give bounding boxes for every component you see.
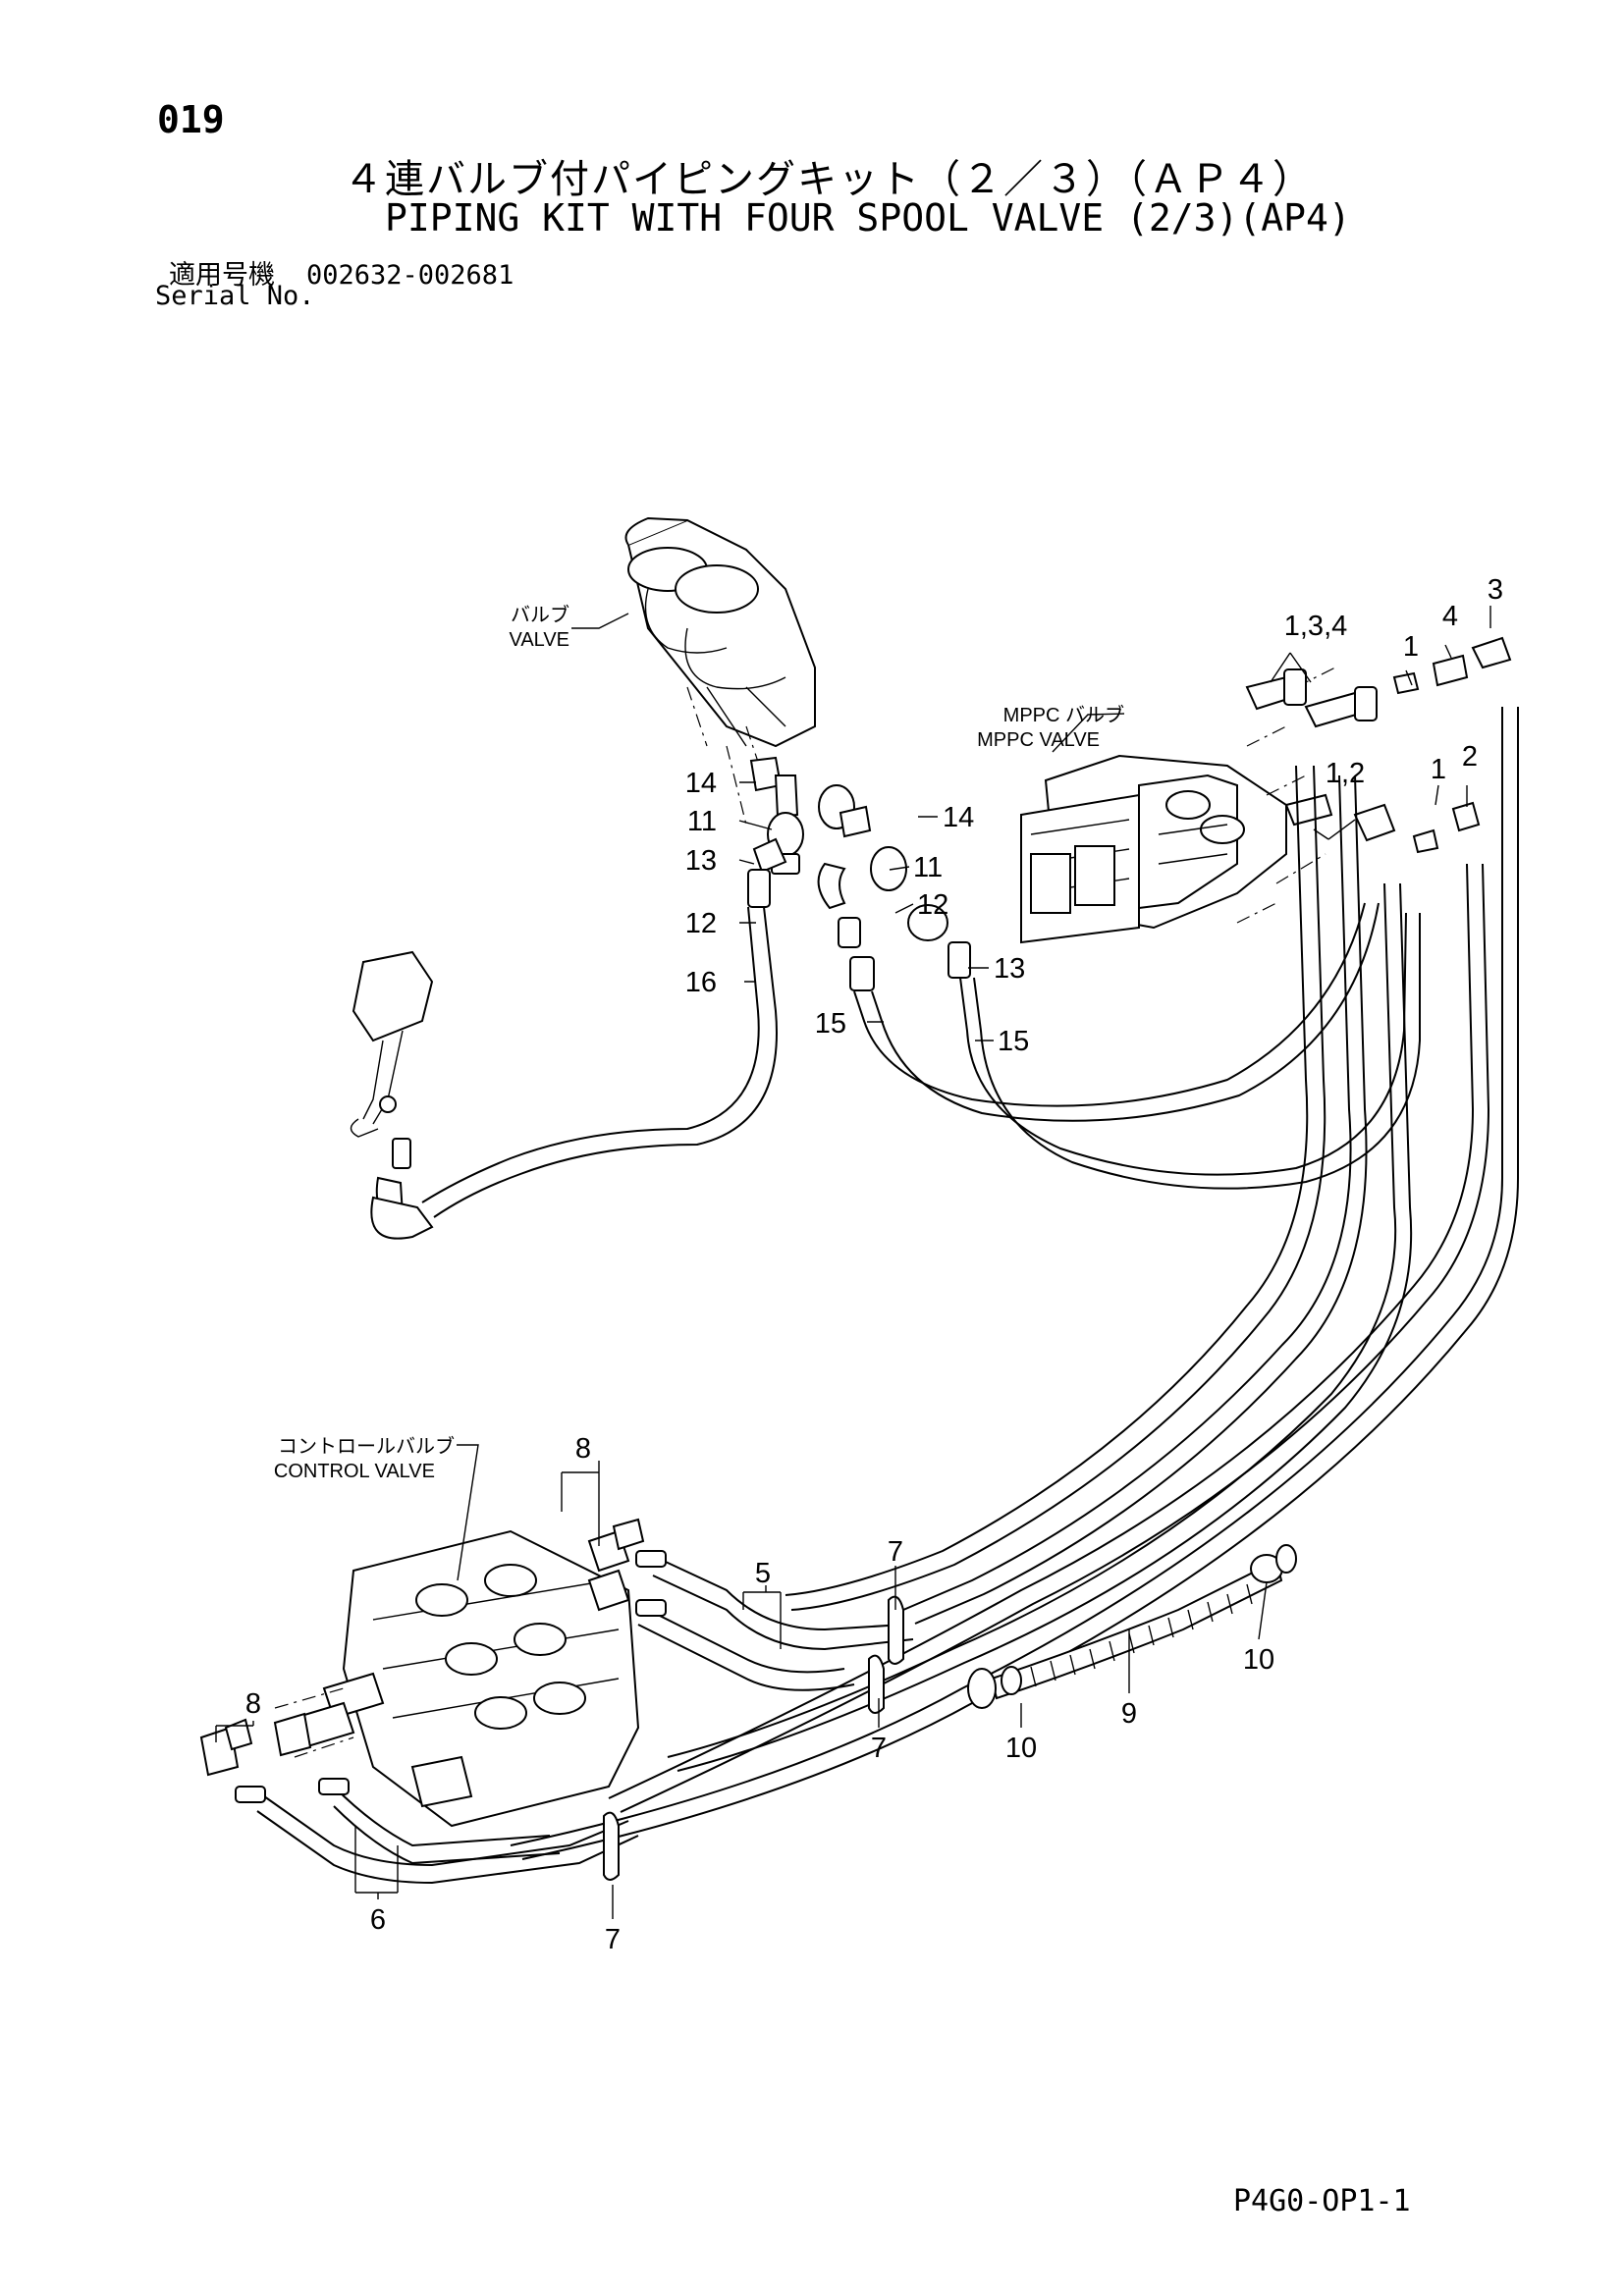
control-valve-label-english: CONTROL VALVE — [274, 1461, 435, 1482]
callout-5: 5 — [755, 1558, 771, 1589]
callout-10-left: 10 — [1005, 1733, 1037, 1764]
title-english: PIPING KIT WITH FOUR SPOOL VALVE (2/3)(A… — [385, 196, 1351, 240]
pilot-fittings — [747, 756, 971, 991]
control-hoses — [256, 1555, 914, 1885]
callout-14-left: 14 — [685, 768, 717, 799]
clamps — [603, 1595, 904, 1881]
page-number: 019 — [157, 98, 225, 141]
callout-1-2: 1,2 — [1326, 758, 1365, 789]
callout-13-left: 13 — [685, 845, 717, 877]
callout-13-right: 13 — [994, 953, 1025, 985]
valve-label-english: VALVE — [509, 629, 569, 651]
drawing-code: P4G0-OP1-1 — [1233, 2184, 1411, 2218]
callout-4: 4 — [1442, 601, 1458, 632]
callout-8-left: 8 — [245, 1688, 261, 1720]
callout-16: 16 — [685, 967, 717, 998]
serial-range: 002632-002681 — [306, 260, 514, 291]
serial-label-japanese: 適用号機 — [169, 260, 275, 291]
callout-12-left: 12 — [685, 908, 717, 939]
lever-valve — [350, 950, 434, 1240]
callout-1-top: 1 — [1403, 631, 1419, 663]
pilot-hoses — [421, 902, 1421, 1218]
callout-11-left: 11 — [687, 806, 717, 837]
long-hoses — [510, 707, 1519, 1860]
leader-lines — [215, 606, 1491, 1919]
callout-14-right: 14 — [943, 802, 974, 833]
callout-1-3-4: 1,3,4 — [1284, 611, 1348, 642]
callout-7-top: 7 — [888, 1536, 903, 1568]
serial-row: 適用号機 002632-002681 — [169, 253, 514, 292]
callout-15-right: 15 — [998, 1026, 1029, 1057]
callout-12-right: 12 — [917, 889, 948, 921]
callout-7-bottom: 7 — [605, 1924, 621, 1955]
callout-9: 9 — [1121, 1698, 1137, 1730]
callout-8-top: 8 — [575, 1433, 591, 1465]
callout-7-mid: 7 — [871, 1733, 887, 1764]
control-valve-label-japanese: コントロールバルブ — [278, 1434, 455, 1458]
callout-10-right: 10 — [1243, 1644, 1274, 1676]
serial-label-english: Serial No. — [155, 281, 315, 311]
pilot-valve — [624, 516, 816, 826]
title-japanese: ４連バルブ付パイピングキット（２／３）（ＡＰ４） — [344, 157, 1314, 202]
control-valve — [274, 1529, 640, 1828]
callout-3: 3 — [1488, 574, 1503, 606]
mppc-label-english: MPPC VALVE — [977, 729, 1100, 751]
header: 019 ４連バルブ付パイピングキット（２／３）（ＡＰ４） PIPING KIT … — [0, 0, 1624, 314]
mppc-valve — [1020, 667, 1336, 944]
mppc-label-japanese: MPPC バルブ — [1003, 703, 1124, 726]
callout-15-left: 15 — [815, 1008, 846, 1040]
valve-label-japanese: バルブ — [511, 603, 569, 626]
callout-11-right: 11 — [913, 852, 943, 883]
hose-protector — [967, 1544, 1297, 1709]
callout-2: 2 — [1462, 741, 1478, 773]
callout-1-mid: 1 — [1431, 754, 1446, 785]
callout-6: 6 — [370, 1904, 386, 1936]
